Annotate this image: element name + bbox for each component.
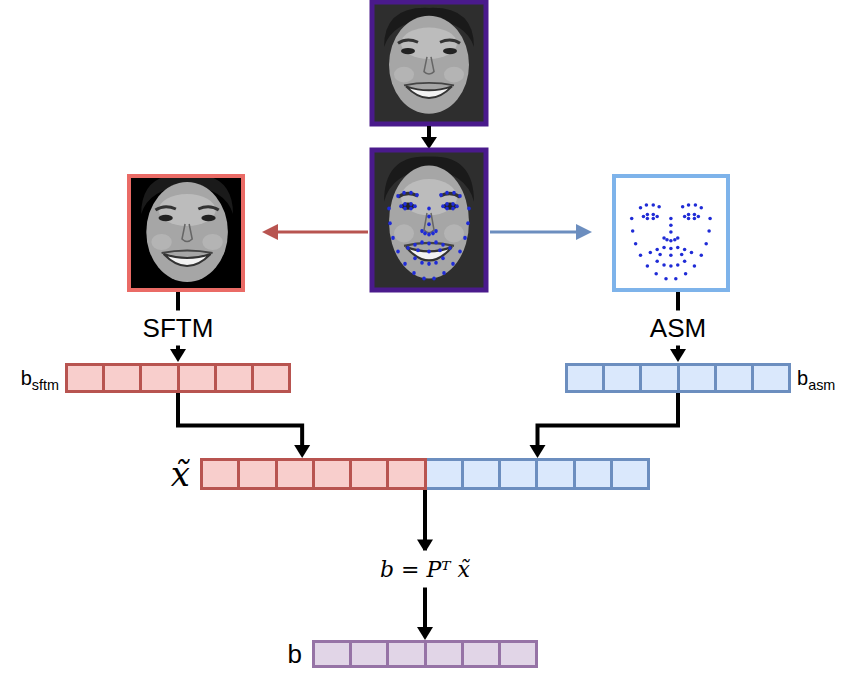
vector-cell xyxy=(200,458,240,490)
vector-label: basm xyxy=(797,367,835,390)
landmark-face-photo xyxy=(372,150,486,290)
vector-cell xyxy=(352,640,389,668)
face-picture xyxy=(384,8,474,114)
vector-label: b xyxy=(288,639,302,670)
landmark-points xyxy=(630,203,712,280)
photo-ground xyxy=(372,2,486,124)
vector-cell xyxy=(642,363,679,393)
feature-vector: b xyxy=(312,640,538,668)
feature-vector: bsftm xyxy=(65,363,291,393)
arrow-head xyxy=(294,445,310,458)
vector-cell xyxy=(605,363,642,393)
vector-cell xyxy=(389,640,426,668)
vector-cell xyxy=(501,640,538,668)
connector-line xyxy=(178,393,302,447)
input-face-photo xyxy=(372,2,486,124)
arrow-head xyxy=(530,445,546,458)
module-name: ASM xyxy=(644,311,712,346)
vector-cell xyxy=(254,363,291,393)
connector-line xyxy=(538,393,679,447)
connector-arrow xyxy=(178,393,310,458)
vector-cell xyxy=(427,458,464,490)
photo-ground xyxy=(372,150,486,290)
image-ground xyxy=(614,176,728,290)
vector-label: bsftm xyxy=(21,367,59,390)
vector-cell xyxy=(754,363,791,393)
connector-arrow xyxy=(530,393,679,458)
vector-cell xyxy=(180,363,217,393)
vector-cell xyxy=(240,458,277,490)
arrow-head xyxy=(421,137,437,149)
vector-cell xyxy=(142,363,179,393)
vector-cell xyxy=(464,640,501,668)
vector-cell xyxy=(717,363,754,393)
face-picture xyxy=(141,176,233,282)
flow-arrow xyxy=(427,126,431,138)
vector-cell xyxy=(389,458,426,490)
feature-vector: basm xyxy=(565,363,791,393)
photo-frame xyxy=(372,2,486,124)
vector-cell xyxy=(65,363,105,393)
vector-cell xyxy=(312,640,352,668)
module-name: SFTM xyxy=(137,311,220,346)
image-frame xyxy=(614,176,728,290)
vector-cell xyxy=(427,640,464,668)
arrow-head xyxy=(670,349,686,362)
vector-cell xyxy=(315,458,352,490)
vector-cell xyxy=(613,458,650,490)
vector-cell xyxy=(576,458,613,490)
vector-cell xyxy=(105,363,142,393)
flow-arrow xyxy=(490,231,578,234)
vector-cells xyxy=(65,363,291,393)
vector-cell xyxy=(501,458,538,490)
image-frame xyxy=(129,176,243,290)
arrow-head xyxy=(576,224,592,240)
vector-cell xyxy=(538,458,575,490)
vector-cell xyxy=(352,458,389,490)
vector-cell xyxy=(217,363,254,393)
vector-cell xyxy=(680,363,717,393)
landmark-points xyxy=(387,191,471,281)
arrow-head xyxy=(417,627,433,640)
arrow-head xyxy=(170,349,186,362)
arrow-head xyxy=(262,224,278,240)
equation-label: b = Pᵀ x̃ xyxy=(370,551,480,588)
vector-cells xyxy=(565,363,791,393)
vector-cells xyxy=(200,458,650,490)
feature-vector: x̃ xyxy=(200,458,650,490)
vector-label: x̃ xyxy=(171,454,190,494)
photo-frame xyxy=(372,150,486,290)
shape-free-texture-image xyxy=(129,176,243,290)
vector-cell xyxy=(565,363,605,393)
flow-arrow xyxy=(276,231,368,234)
vector-cell xyxy=(278,458,315,490)
vector-cell xyxy=(464,458,501,490)
vector-cells xyxy=(312,640,538,668)
